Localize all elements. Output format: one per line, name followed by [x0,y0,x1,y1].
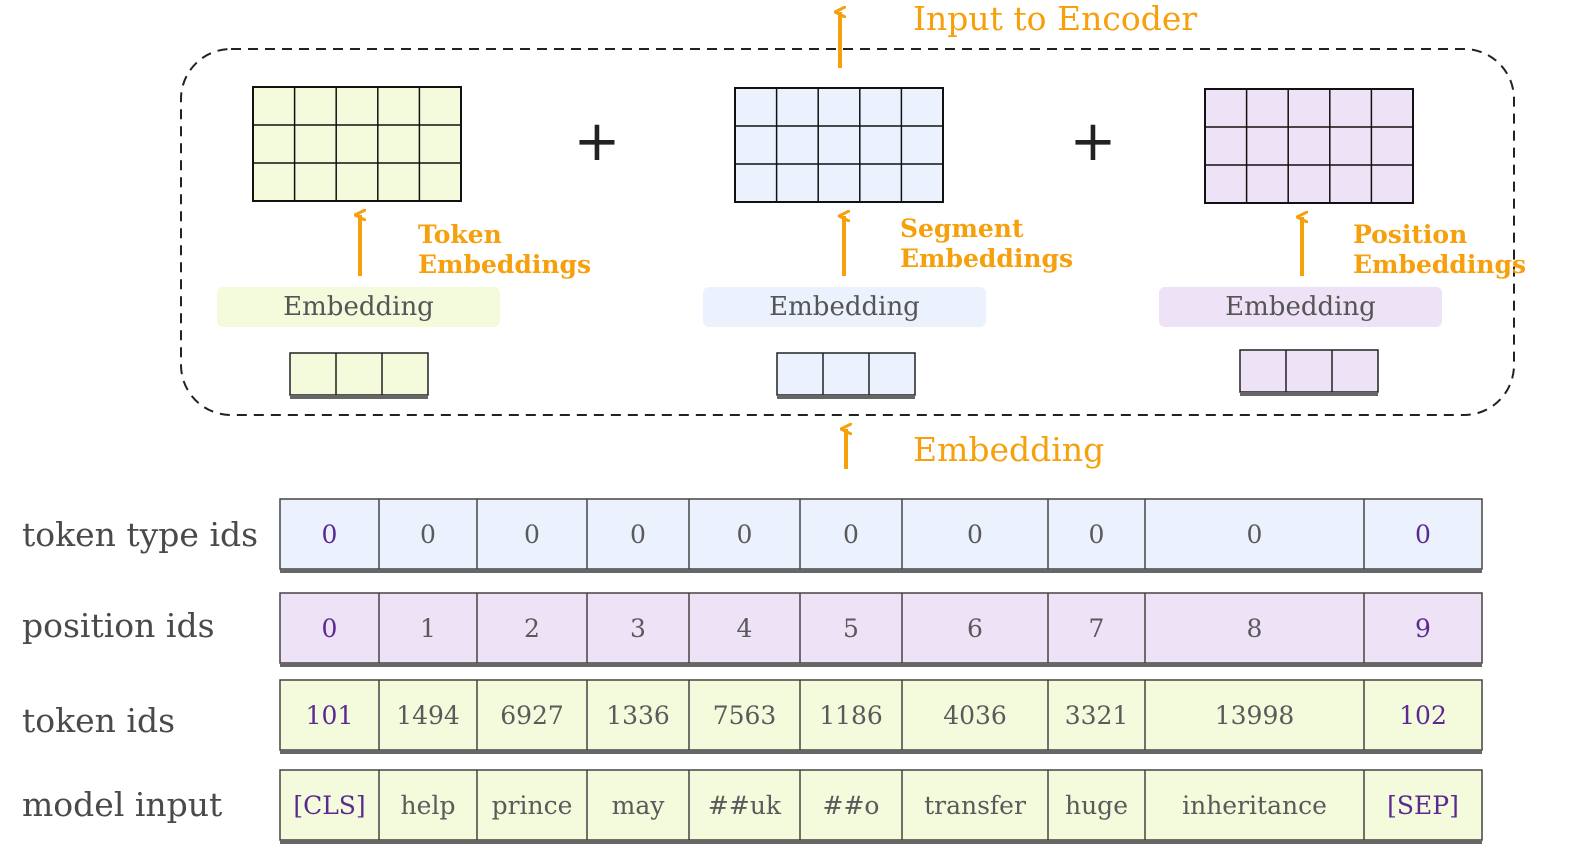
embedding-sum-container [180,48,1515,416]
model-input-row: model input [CLS] help prince may ##uk ##o tran… [22,769,1483,844]
token-type-ids-cell: 0 [322,520,338,549]
token-input-vector [289,352,429,399]
position-ids-cell: 8 [1247,614,1263,643]
model-input-cell: huge [1065,791,1128,820]
token-embedding-matrix [252,86,462,202]
token-embedding-layer-label: Embedding [283,292,434,322]
token-embedding-layer-box [217,287,500,327]
token-embedding-annotation-line2: Embeddings [418,250,591,279]
token-ids-label: token ids [22,701,175,740]
position-embedding-annotation-line2: Embeddings [1353,250,1526,279]
token-type-ids-cell: 0 [1247,520,1263,549]
segment-input-vector [776,352,916,399]
position-ids-cell: 1 [420,614,436,643]
token-ids-cell: 7563 [713,701,777,730]
model-input-cell: ##uk [708,791,782,820]
plus-sign-2: + [1070,109,1117,174]
model-input-label: model input [22,785,222,824]
token-ids-cell: 4036 [943,701,1007,730]
token-type-ids-cell: 0 [737,520,753,549]
token-ids-row: token ids 101 1494 6927 1336 7563 1186 4036 3321… [22,679,1483,754]
token-type-ids-cell: 0 [1415,520,1431,549]
position-ids-cell: 0 [322,614,338,643]
token-ids-cell: 102 [1399,701,1447,730]
position-embedding-layer-label: Embedding [1225,292,1376,322]
position-embedding-matrix [1204,88,1414,204]
position-input-vector [1239,349,1379,396]
token-embedding-annotation-line1: Token [418,220,502,249]
position-ids-row: position ids 0 1 2 3 4 5 6 7 8 9 [22,592,1483,667]
model-input-cell: may [612,791,666,820]
position-ids-cell: 3 [630,614,646,643]
model-input-cell: prince [492,791,573,820]
model-input-cell: help [401,791,456,820]
embedding-panels: TokenEmbeddingsEmbeddingSegmentEmbedding… [217,86,1526,399]
model-input-cell: ##o [823,791,880,820]
segment-embedding-annotation-line1: Segment [900,214,1024,243]
token-type-ids-row: token type ids 0 0 0 0 0 0 0 0 0 0 [22,498,1483,573]
token-ids-cell: 1494 [396,701,460,730]
token-ids-cell: 13998 [1215,701,1295,730]
segment-embedding-annotation-line2: Embeddings [900,244,1073,273]
position-ids-cell: 2 [524,614,540,643]
input-to-encoder-label: Input to Encoder [913,0,1197,38]
position-ids-cell: 7 [1089,614,1105,643]
token-type-ids-label: token type ids [22,515,258,554]
position-ids-cell: 9 [1415,614,1431,643]
position-ids-cell: 5 [843,614,859,643]
position-embedding-annotation-line1: Position [1353,220,1467,249]
token-type-ids-cell: 0 [1089,520,1105,549]
token-ids-cell: 1336 [606,701,670,730]
token-type-ids-cell: 0 [967,520,983,549]
input-id-table: token type ids 0 0 0 0 0 0 0 0 0 0 position ids 0 1 2 3… [22,498,1483,844]
position-embedding-layer-box [1159,287,1442,327]
segment-embedding-layer-label: Embedding [769,292,920,322]
token-ids-cell: 101 [306,701,354,730]
plus-sign-1: + [574,109,621,174]
embedding-arrow-label: Embedding [913,430,1104,469]
token-ids-cell: 3321 [1065,701,1129,730]
token-ids-cell: 6927 [500,701,564,730]
position-ids-cell: 4 [737,614,753,643]
token-type-ids-cell: 0 [843,520,859,549]
model-input-cell: [CLS] [293,791,365,820]
position-ids-cell: 6 [967,614,983,643]
segment-embedding-matrix [734,87,944,203]
model-input-cell: inheritance [1182,791,1327,820]
model-input-cell: transfer [924,791,1026,820]
token-type-ids-cell: 0 [420,520,436,549]
position-ids-label: position ids [22,606,215,645]
token-type-ids-cell: 0 [524,520,540,549]
segment-embedding-layer-box [703,287,986,327]
token-type-ids-cell: 0 [630,520,646,549]
model-input-cell: [SEP] [1387,791,1459,820]
token-ids-cell: 1186 [819,701,883,730]
